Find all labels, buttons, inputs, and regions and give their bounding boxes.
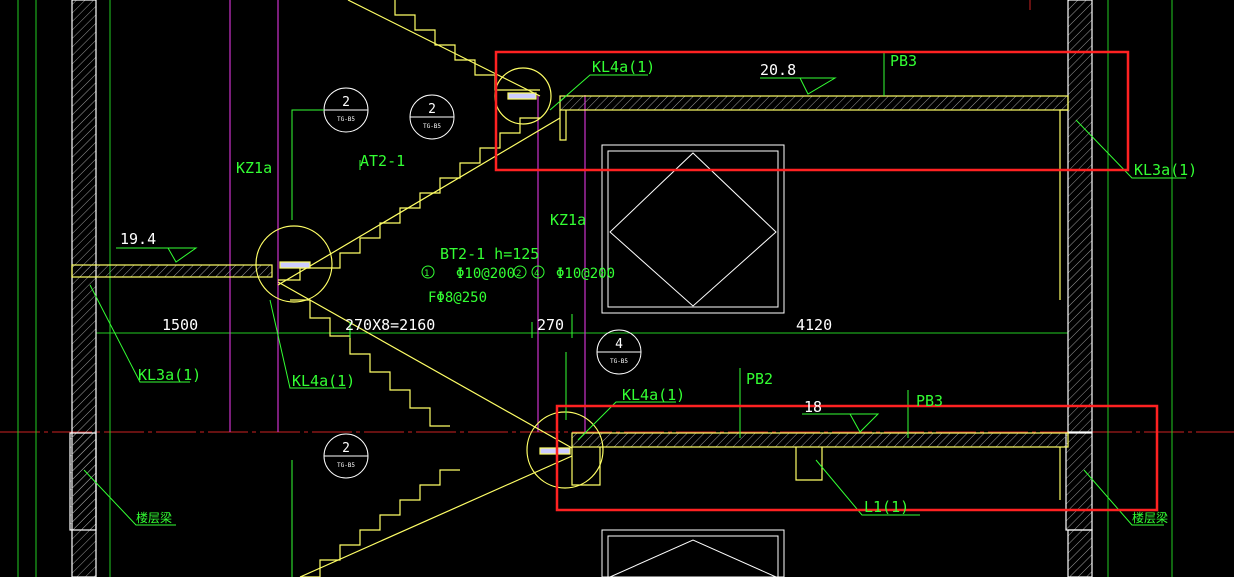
walls <box>69 0 1093 577</box>
detail-bubbles <box>323 87 642 479</box>
guide-lines <box>17 0 1173 577</box>
label-kz1a-mid: KZ1a <box>550 211 586 229</box>
label-rebar-2-tag: 2 <box>516 269 521 279</box>
label-bt2: BT2-1 h=125 <box>440 245 539 263</box>
label-elev-18: 18 <box>804 398 822 416</box>
label-l1: L1(1) <box>864 498 909 516</box>
detail-bubble-1-ref: TG-B5 <box>337 116 355 123</box>
detail-bubble-4-ref: TG-B5 <box>337 462 355 469</box>
window-symbols <box>601 144 785 577</box>
label-rebar-4-tag: 4 <box>534 269 539 279</box>
label-elev-top: 20.8 <box>760 61 796 79</box>
rebar-tags <box>421 265 545 279</box>
detail-bubble-1-num: 2 <box>342 95 350 110</box>
label-kz1a-left: KZ1a <box>236 159 272 177</box>
label-dim-270: 270 <box>537 316 564 334</box>
label-at2: AT2-1 <box>360 152 405 170</box>
label-kl4a-left: KL4a(1) <box>292 372 355 390</box>
leader-lines <box>83 53 1186 577</box>
detail-bubble-3-ref: TG-B5 <box>610 358 628 365</box>
section-circles <box>255 67 604 489</box>
label-pb3-low: PB3 <box>916 392 943 410</box>
label-rebar-1: Φ10@200 <box>456 266 515 282</box>
label-elev-left: 19.4 <box>120 230 156 248</box>
label-rebar-1-tag: 1 <box>424 269 429 279</box>
label-kl3a-right: KL3a(1) <box>1134 161 1197 179</box>
label-dim-steps: 270X8=2160 <box>345 316 435 334</box>
detail-bubble-4-num: 2 <box>342 441 350 456</box>
column-lines <box>229 0 586 432</box>
highlight-boxes <box>494 50 1159 512</box>
label-kl3a-left: KL3a(1) <box>138 366 201 384</box>
label-floor-beam-right: 楼层梁 <box>1132 510 1168 525</box>
detail-bubble-2-ref: TG-B5 <box>423 123 441 130</box>
label-kl4a-top: KL4a(1) <box>592 58 655 76</box>
axis-lines <box>0 0 1234 433</box>
stair-flights <box>277 0 573 577</box>
label-dim-1500: 1500 <box>162 316 198 334</box>
label-rebar-f: FΦ8@250 <box>428 290 487 306</box>
label-floor-beam-left: 楼层梁 <box>136 510 172 525</box>
detail-bubble-3-num: 4 <box>615 337 623 352</box>
label-dim-4120: 4120 <box>796 316 832 334</box>
slabs <box>71 95 1069 500</box>
label-kl4a-low: KL4a(1) <box>622 386 685 404</box>
detail-bubble-2-num: 2 <box>428 102 436 117</box>
label-rebar-4: Φ10@200 <box>556 266 615 282</box>
label-pb2: PB2 <box>746 370 773 388</box>
label-pb3-top: PB3 <box>890 52 917 70</box>
